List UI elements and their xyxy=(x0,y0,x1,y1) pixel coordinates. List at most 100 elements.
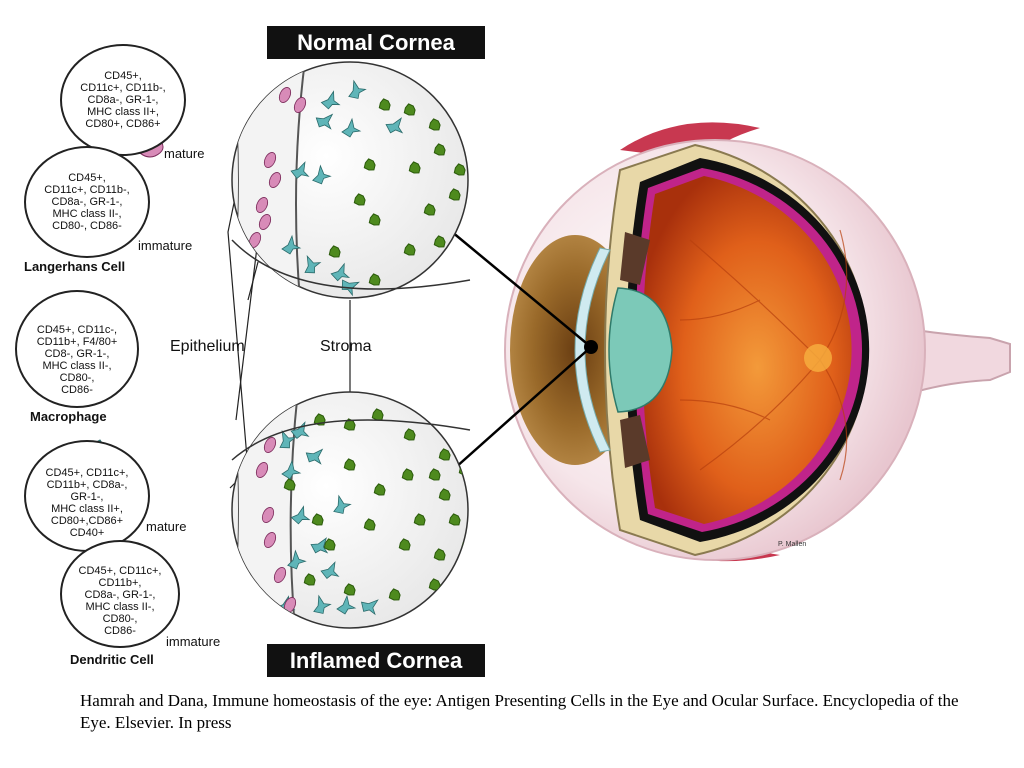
macrophage-cell xyxy=(438,448,451,461)
marker-line: CD11b+, CD8a-, xyxy=(46,479,128,491)
marker-line: MHC class II-, xyxy=(42,360,112,372)
ciliary-body-bottom xyxy=(620,415,650,468)
optic-nerve xyxy=(914,328,1011,394)
marker-list: CD45+,CD11c+, CD11b-,CD8a-, GR-1-,MHC cl… xyxy=(80,70,166,130)
macrophage-cell xyxy=(413,513,426,526)
marker-line: CD8a-, GR-1-, xyxy=(51,196,123,208)
marker-line: GR-1-, xyxy=(70,491,104,503)
macrophage-cell xyxy=(401,468,414,481)
dendritic-cell xyxy=(313,594,332,614)
dendritic-mature-markers: CD45+, CD11c+,CD11b+, CD8a-,GR-1-,MHC cl… xyxy=(24,440,150,552)
macrophage-cell xyxy=(323,538,336,551)
dendritic-cell xyxy=(320,561,340,580)
connector-lines xyxy=(439,221,592,469)
inflamed-cornea-zoom xyxy=(231,391,471,629)
retinal-vessels xyxy=(679,229,848,481)
marker-line: CD11b+, F4/80+ xyxy=(36,336,118,348)
macrophage-cell xyxy=(303,573,316,586)
marker-line: CD86- xyxy=(104,625,136,637)
langerhans-immature-markers: CD45+,CD11c+, CD11b-,CD8a-, GR-1-,MHC cl… xyxy=(24,146,150,258)
dendritic-cell xyxy=(360,599,379,616)
macrophage-markers: CD45+, CD11c-,CD11b+, F4/80+CD8-, GR-1-,… xyxy=(15,290,139,408)
marker-line: CD80-, CD86- xyxy=(52,220,122,232)
marker-line: CD8a-, GR-1-, xyxy=(87,94,159,106)
langerhans-cell xyxy=(255,197,269,213)
macrophage-cell xyxy=(433,235,446,248)
dendritic-cell xyxy=(281,234,302,255)
macrophage-cell xyxy=(363,518,376,531)
macrophage-cell xyxy=(373,483,386,496)
marker-list: CD45+,CD11c+, CD11b-,CD8a-, GR-1-,MHC cl… xyxy=(44,172,130,232)
macrophage-cell xyxy=(403,428,416,441)
langerhans-cell xyxy=(275,612,289,628)
marker-line: MHC class II-, xyxy=(52,208,122,220)
marker-line: CD45+, CD11c+, xyxy=(78,565,162,577)
langerhans-cell xyxy=(255,462,269,478)
macrophage-cell xyxy=(388,588,401,601)
langerhans-cell xyxy=(293,97,307,113)
macrophage-cell xyxy=(428,118,441,131)
marker-line: CD45+, CD11c-, xyxy=(36,324,118,336)
macrophage-cell xyxy=(368,213,381,226)
marker-line: CD11c+, CD11b-, xyxy=(80,82,166,94)
dendritic-cell xyxy=(281,459,302,480)
dendritic-cell xyxy=(312,164,332,185)
dendritic-cell xyxy=(385,117,404,134)
langerhans-mature-markers: CD45+,CD11c+, CD11b-,CD8a-, GR-1-,MHC cl… xyxy=(60,44,186,156)
dendritic-cell xyxy=(348,79,367,99)
macrophage-cell xyxy=(311,513,324,526)
dendritic-cell xyxy=(315,113,334,130)
cornea xyxy=(574,247,611,453)
dendritic-cell-label: Dendritic Cell xyxy=(70,652,154,667)
macrophage-cell xyxy=(448,188,461,201)
macrophage-cell xyxy=(453,573,466,586)
langerhans-cell xyxy=(268,172,282,188)
langerhans-cell xyxy=(273,567,287,583)
macrophage-cell xyxy=(398,538,411,551)
macrophage-cell xyxy=(433,143,446,156)
langerhans-mature-state: mature xyxy=(164,146,205,161)
macrophage-cell xyxy=(408,161,421,174)
macrophage-cell xyxy=(423,203,436,216)
marker-line: CD11c+, CD11b-, xyxy=(44,184,130,196)
dendritic-cell xyxy=(279,430,297,449)
macrophage-cell xyxy=(343,583,356,596)
macrophage-cell xyxy=(428,468,441,481)
ciliary-body-top xyxy=(620,232,650,285)
marker-line: CD80+,CD86+ xyxy=(50,515,124,527)
inflamed-cornea-title: Inflamed Cornea xyxy=(267,644,485,677)
marker-line: CD8-, GR-1-, xyxy=(44,348,110,360)
marker-line: MHC class II-, xyxy=(85,601,155,613)
langerhans-cell xyxy=(263,437,277,453)
dendritic-mature-state: mature xyxy=(146,519,187,534)
marker-line: CD80-, xyxy=(102,613,138,625)
dendritic-cell xyxy=(320,90,341,110)
dendritic-cell xyxy=(290,505,311,525)
macrophage-cell xyxy=(343,458,356,471)
artist-signature: P. Mallen xyxy=(778,541,806,548)
macrophage-cell xyxy=(283,478,296,491)
macrophage-cell xyxy=(368,273,381,286)
dendritic-cell xyxy=(341,117,362,138)
dendritic-cell xyxy=(333,494,352,514)
macrophage-cell xyxy=(378,98,391,111)
dendritic-immature-markers: CD45+, CD11c+,CD11b+,CD8a-, GR-1-,MHC cl… xyxy=(60,540,180,648)
lens xyxy=(608,287,673,413)
normal-cornea-zoom xyxy=(231,61,471,299)
marker-line: CD11b+, xyxy=(98,577,142,589)
dendritic-cell xyxy=(330,262,351,282)
marker-list: CD45+, CD11c+,CD11b+, CD8a-,GR-1-,MHC cl… xyxy=(46,467,129,539)
macrophage-cell xyxy=(403,243,416,256)
macrophage-cell xyxy=(448,513,461,526)
dendritic-cell xyxy=(287,549,307,570)
marker-line: CD45+, xyxy=(68,172,106,184)
langerhans-cell xyxy=(258,214,272,230)
marker-line: CD8a-, GR-1-, xyxy=(84,589,156,601)
dendritic-cell xyxy=(336,594,357,615)
macrophage-cell xyxy=(353,193,366,206)
dendritic-cell xyxy=(304,255,322,274)
marker-list: CD45+, CD11c+,CD11b+,CD8a-, GR-1-,MHC cl… xyxy=(79,565,162,637)
langerhans-immature-state: immature xyxy=(138,238,193,253)
dendritic-cell xyxy=(305,448,324,465)
